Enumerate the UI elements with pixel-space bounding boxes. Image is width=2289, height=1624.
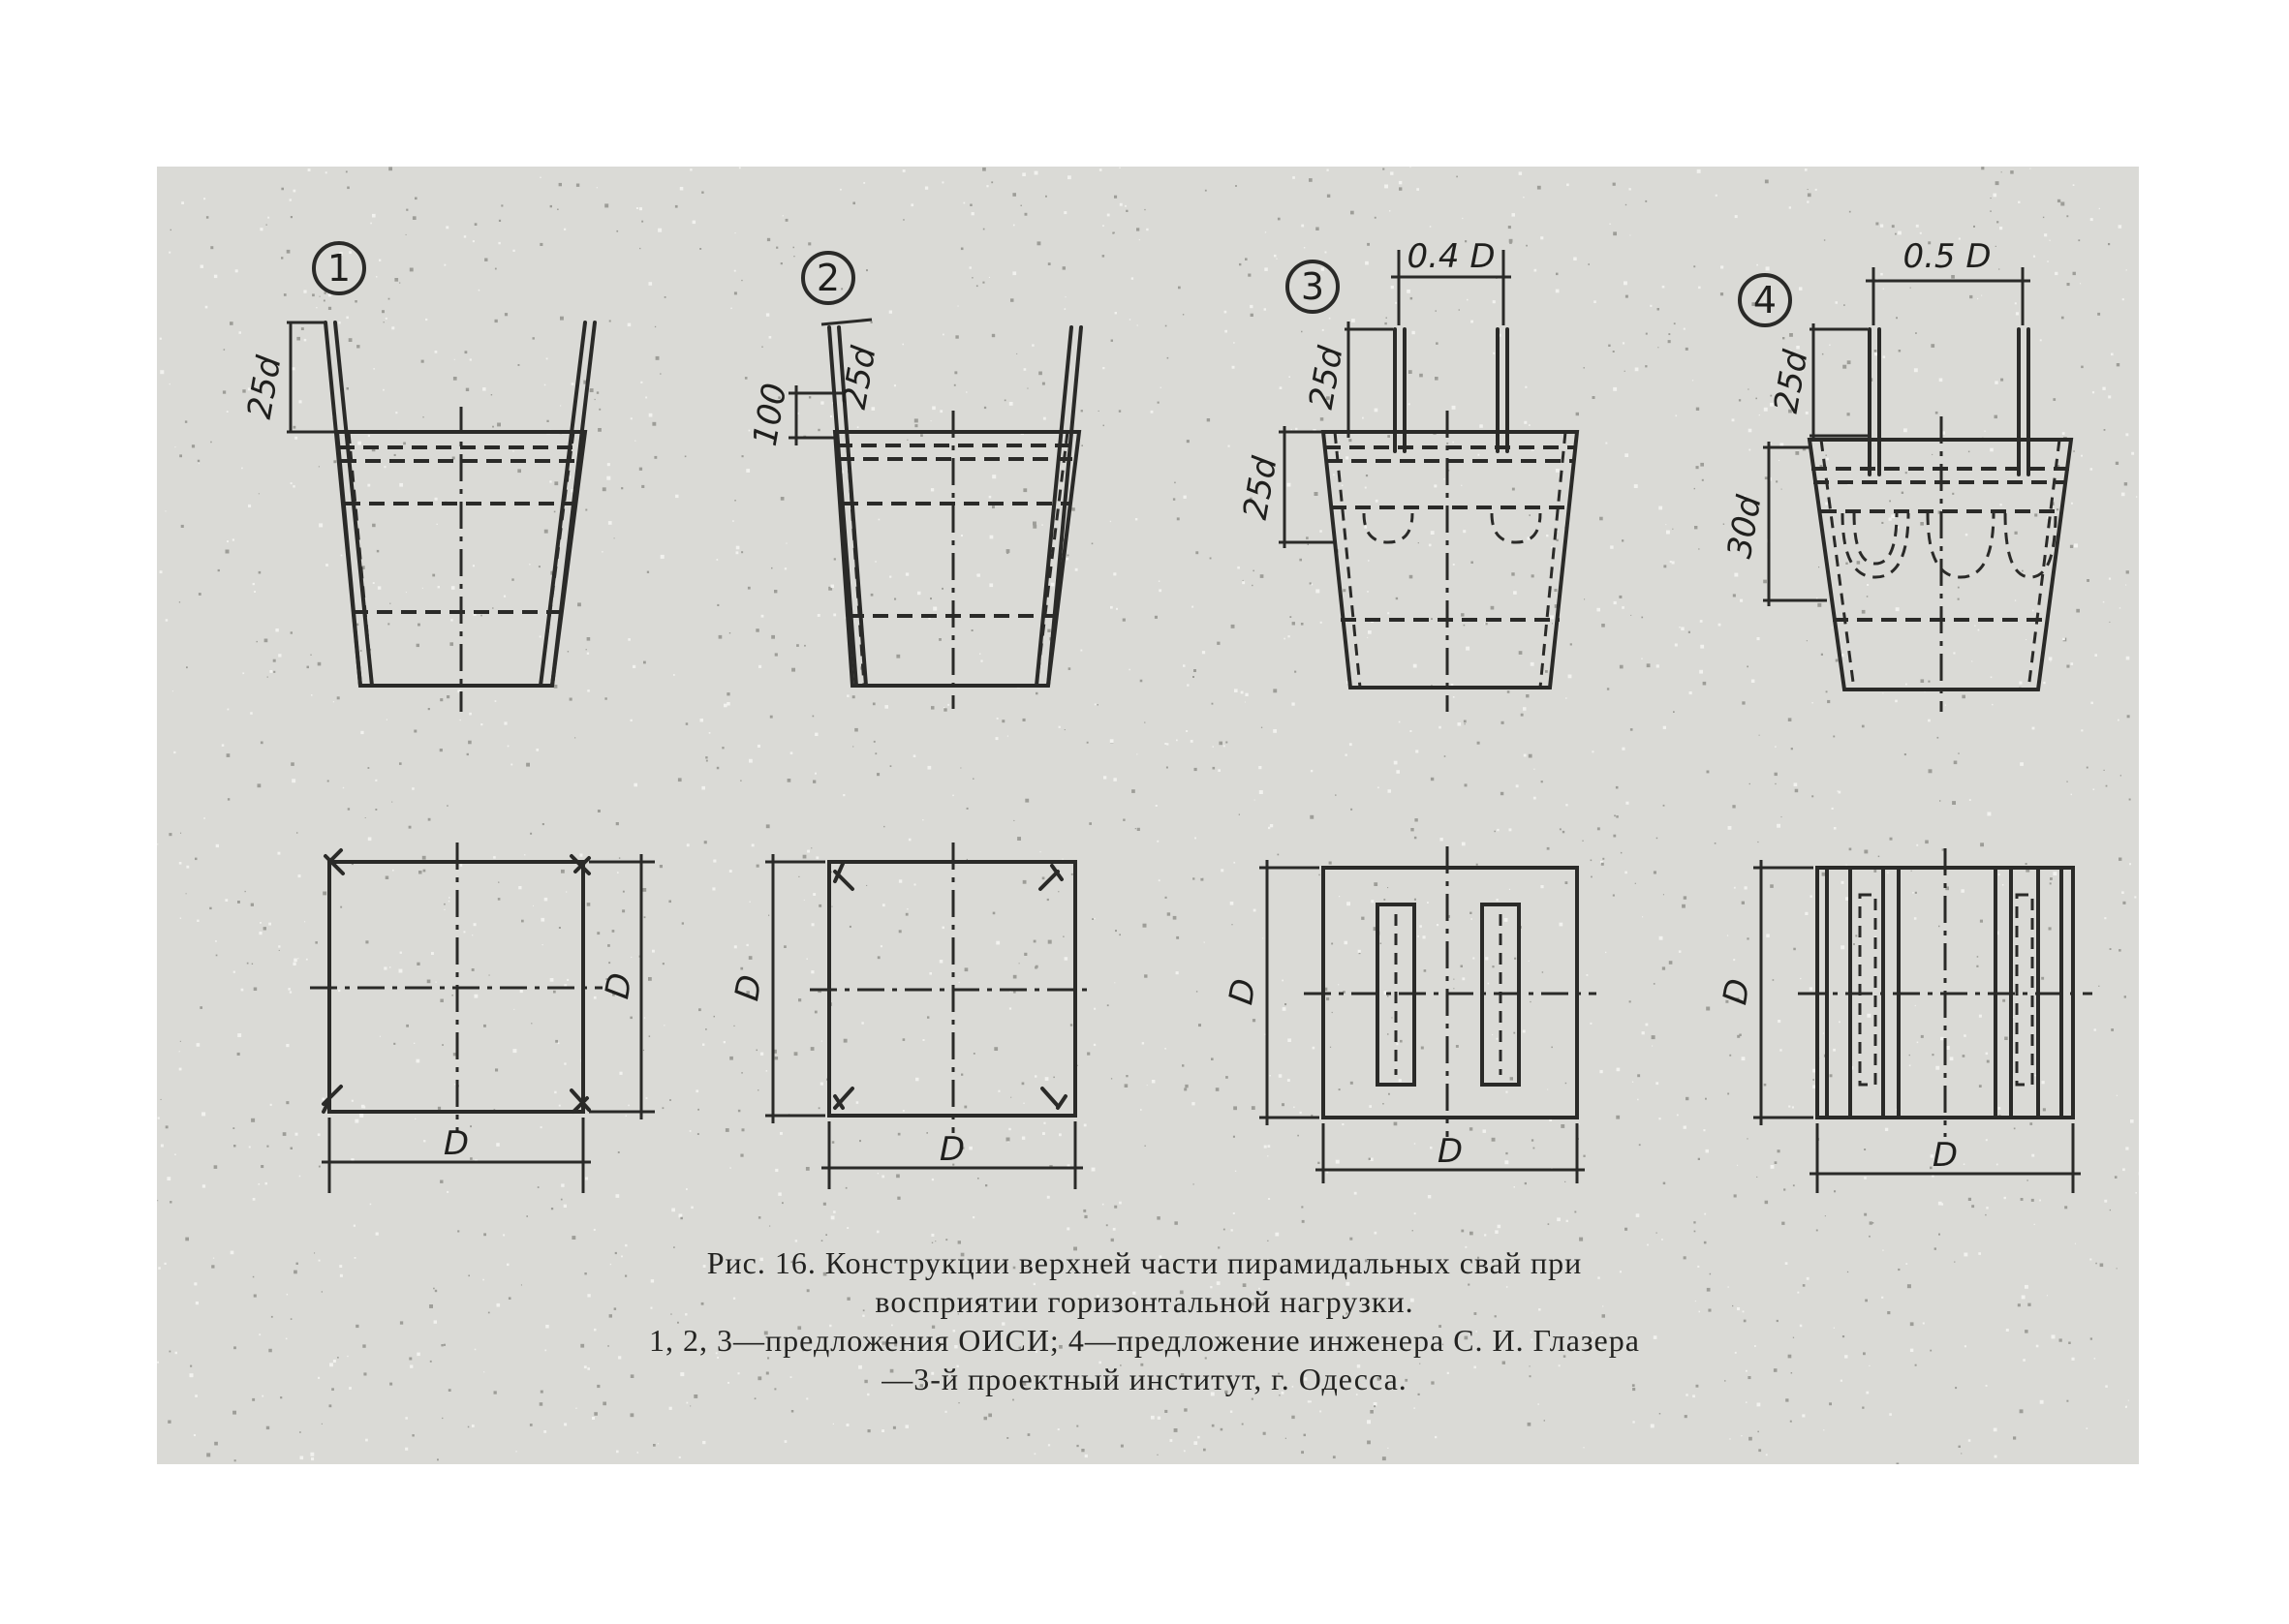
- figure-1-height-label: 25d: [240, 352, 290, 421]
- figure-1-number: 1: [327, 247, 351, 290]
- figure-2-rod-right: [1035, 325, 1073, 688]
- caption-line-3: 1, 2, 3—предложения ОИСИ; 4—предложение …: [649, 1323, 1640, 1358]
- figure-2-number: 2: [817, 257, 840, 299]
- figure-3-anchor-slot-left: [1376, 903, 1416, 1087]
- figure-2-rod-left: [827, 325, 858, 688]
- figure-3-number: 3: [1301, 265, 1324, 308]
- figure-4-marker-circle: [1738, 273, 1792, 327]
- figure-3-elevation: 3 0.4 D 25d 25d: [1236, 237, 1580, 712]
- figure-caption: Рис. 16. Конструкции верхней части пирам…: [0, 1243, 2289, 1398]
- figure-4-spacing-label: 0.5 D: [1902, 237, 1991, 276]
- figure-1-rod-mark: [570, 1088, 591, 1114]
- figure-3-pile-outline: [1320, 430, 1580, 689]
- figure-1-rod-mark: [324, 848, 345, 875]
- figure-2-elevation: 2 25d 100: [746, 251, 1083, 709]
- figure-2-marker-circle: [801, 251, 855, 305]
- figure-4-height-label: 25d: [1767, 347, 1816, 415]
- figure-1-marker-circle: [312, 241, 366, 295]
- figure-4-pile-outline: [1807, 438, 2074, 691]
- figure-2-rod-mark: [1040, 1087, 1067, 1110]
- caption-line-1: Рис. 16. Конструкции верхней части пирам…: [706, 1245, 1583, 1280]
- figure-3-depth-label: 25d: [1236, 453, 1285, 522]
- figure-4-plan-side-label: D: [1716, 976, 1758, 1008]
- figure-1-rod-left: [324, 321, 362, 688]
- figure-1-rod-mark: [570, 854, 591, 875]
- figure-4-anchor-loop-left: [1858, 893, 1877, 1087]
- figure-2-plan-width-label: D: [940, 1130, 965, 1169]
- figure-3-plan-side-label: D: [1222, 976, 1264, 1008]
- figure-4-elevation: 4 0.5 D 25d 30d: [1720, 237, 2074, 712]
- figure-4-plan: D D: [1716, 848, 2092, 1193]
- figure-1-rod-mark: [322, 1085, 343, 1114]
- figure-1-plan-width-label: D: [444, 1124, 469, 1163]
- figure-2-plan-side-label: D: [727, 972, 770, 1004]
- figure-3-height-label: 25d: [1302, 343, 1351, 412]
- caption-line-4: —3-й проектный институт, г. Одесса.: [882, 1362, 1407, 1396]
- figure-4-number: 4: [1753, 279, 1777, 322]
- figure-3-plan-width-label: D: [1438, 1132, 1463, 1171]
- scanned-page: [157, 167, 2139, 1464]
- figure-3-spacing-label: 0.4 D: [1407, 237, 1495, 276]
- figure-2-offset-label: 100: [746, 381, 795, 449]
- figure-2-rod-mark: [833, 862, 854, 891]
- figure-3-anchor-slot-right: [1480, 903, 1521, 1087]
- figure-2-rod-mark: [1038, 864, 1064, 891]
- figure-4-depth-label: 30d: [1720, 492, 1770, 561]
- figure-4-plan-width-label: D: [1933, 1136, 1958, 1175]
- figure-2-plan: D D: [727, 843, 1095, 1189]
- figure-1-plan: D D: [310, 843, 655, 1193]
- figure-3-plan: D D: [1222, 846, 1596, 1183]
- figure-2-rod-mark: [833, 1087, 854, 1110]
- figure-1-elevation: 1 25d: [240, 241, 597, 712]
- figure-1-rod-right: [539, 321, 587, 688]
- figure-3-marker-circle: [1285, 260, 1340, 314]
- figure-4-anchor-loop-right: [2015, 893, 2034, 1087]
- figure-1-plan-side-label: D: [598, 970, 640, 1002]
- caption-line-2: восприятии горизонтальной нагрузки.: [875, 1284, 1414, 1319]
